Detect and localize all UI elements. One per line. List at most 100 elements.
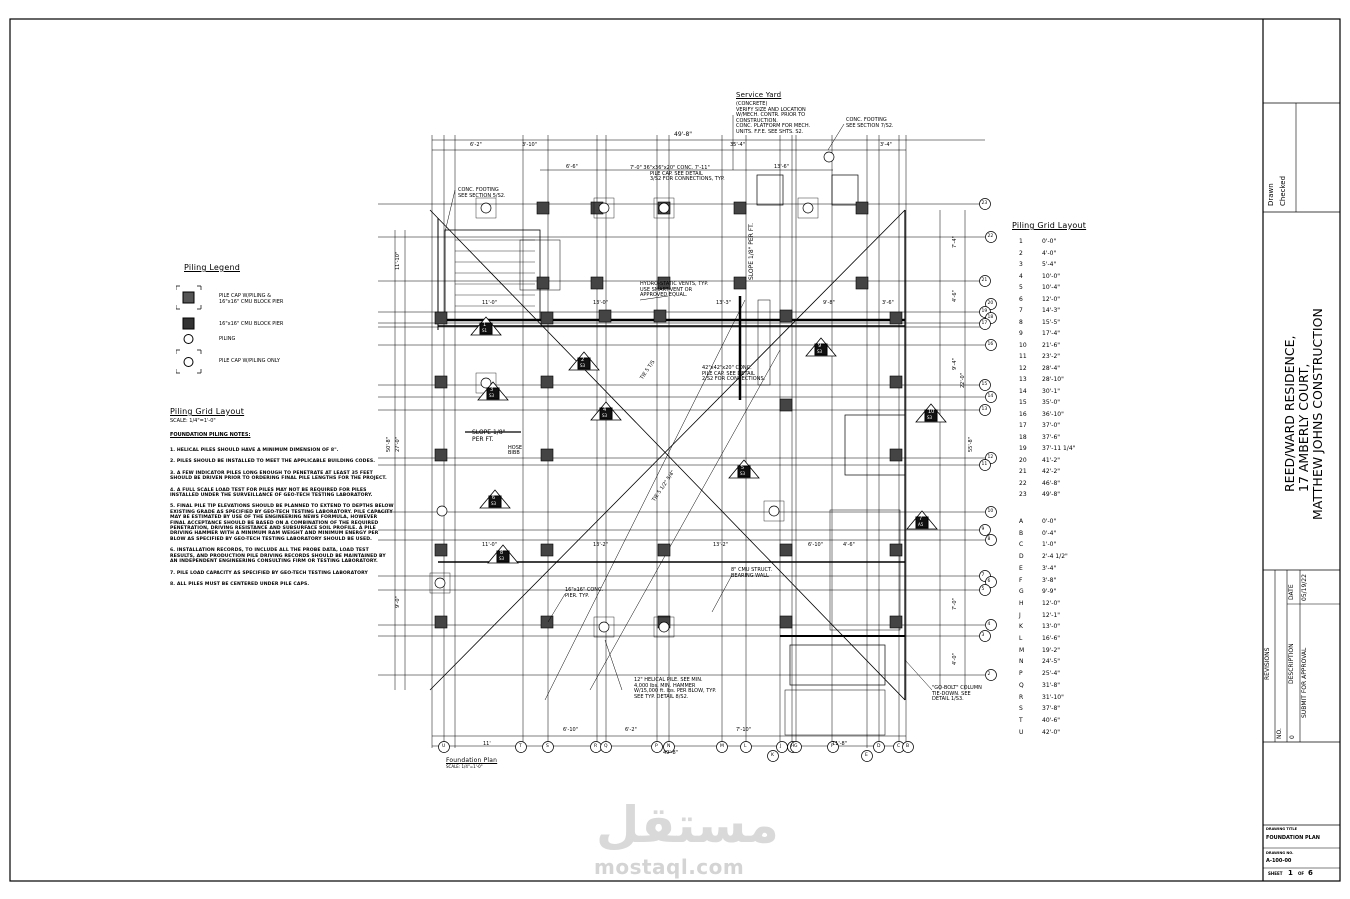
grid-offset: 37'-8" <box>1042 705 1061 713</box>
grid-bubble-label: C <box>897 743 901 749</box>
pile-cap <box>653 197 675 219</box>
dim-bottom: 7'-10" <box>736 727 752 733</box>
section-tag-fill <box>577 357 591 370</box>
plan-line <box>429 209 906 691</box>
revision-description-label: DESCRIPTION <box>1288 643 1295 684</box>
conc-footing-note-left: CONC. FOOTING SEE SECTION 5/S2. <box>458 187 506 199</box>
grid-bubble <box>651 741 663 753</box>
grid-id: 23 <box>1019 491 1027 498</box>
note-item: 6. INSTALLATION RECORDS, TO INCLUDE ALL … <box>170 548 386 565</box>
grid-bubble-label: P <box>655 743 658 749</box>
grid-bubble <box>979 459 991 471</box>
grid-layout-row: T 40'-6" <box>1019 717 1099 727</box>
pier-block <box>540 543 554 557</box>
grid-offset: 12'-0" <box>1042 295 1061 303</box>
sheet-label: SHEET <box>1268 871 1283 876</box>
watermark-latin: mostaql.com <box>594 855 745 879</box>
drawing-no: A-100-00 <box>1266 858 1292 864</box>
grid-offset: 42'-0" <box>1042 728 1061 736</box>
notes-list: 1. HELICAL PILES SHOULD HAVE A MINIMUM D… <box>170 448 394 593</box>
note-item: 8. ALL PILES MUST BE CENTERED UNDER PILE… <box>170 581 310 587</box>
grid-bubble-label: 11 <box>981 461 988 467</box>
pier-block <box>855 276 869 290</box>
plan-line <box>547 593 566 623</box>
pier-block <box>779 398 793 412</box>
grid-id: 5 <box>1019 284 1023 291</box>
grid-id: 2 <box>1019 249 1023 257</box>
section-tag-fill <box>737 465 751 478</box>
grid-bubble <box>542 741 554 753</box>
grid-id: T <box>1019 716 1023 724</box>
grid-offset: 4'-0" <box>1042 249 1057 257</box>
dim-overall-top: 49'-8" <box>674 131 693 138</box>
section-tag-number: 3 <box>490 387 494 393</box>
legend-symbols <box>175 285 202 374</box>
note-line: PIER. TYP. <box>565 592 590 599</box>
pier-block <box>889 615 903 629</box>
conc-footing-note-top: CONC. FOOTING SEE SECTION 7/S2. <box>846 117 894 129</box>
grid-bubble-label: U <box>442 743 446 749</box>
legend-item-pile-cap-only: PILE CAP W/PILING ONLY <box>219 358 280 364</box>
helical-pile-note: 12" HELICAL PILE. SEE MIN. 4,000 lbs. MI… <box>634 677 716 700</box>
grid-id: F <box>1019 576 1023 584</box>
grid-offset: 40'-6" <box>1042 716 1061 724</box>
pile-cap <box>429 572 451 594</box>
plan-scale: SCALE: 1/4"=1'-0" <box>446 764 483 769</box>
pier-block <box>733 201 747 215</box>
project-name-line-1: REED/WARD RESIDENCE, <box>1282 335 1297 492</box>
revision-no: 0 <box>1289 735 1296 739</box>
grid-id: C <box>1019 541 1024 549</box>
dim-right: 9'-4" <box>952 358 958 370</box>
grid-offset: 37'-6" <box>1042 433 1061 441</box>
grid-id: 4 <box>1019 272 1023 280</box>
dim-top: 6'-6" <box>566 164 578 170</box>
piling-circle <box>768 505 780 517</box>
grid-layout-row: C 1'-0" <box>1019 541 1099 551</box>
grid-offset: 1'-0" <box>1042 541 1057 549</box>
grid-offset: 35'-0" <box>1042 399 1061 406</box>
note-line: 12" HELICAL PILE. SEE MIN. <box>634 677 703 683</box>
grid-bubble <box>985 534 997 546</box>
grid-id: M <box>1019 646 1025 654</box>
grid-bubble-label: 6 <box>987 578 991 584</box>
pier-block <box>598 309 612 323</box>
plan-rect <box>756 174 784 206</box>
service-yard-title: Service Yard <box>736 91 782 99</box>
section-tag-sheet: S3 <box>580 363 586 368</box>
grid-bubble-label: 20 <box>987 300 994 306</box>
grid-id: 3 <box>1019 261 1023 268</box>
grid-bubble <box>985 391 997 403</box>
pier-block <box>434 543 448 557</box>
note-item: 3. A FEW INDICATOR PILES LONG ENOUGH TO … <box>170 470 387 482</box>
dim-left: 27'-0" <box>395 436 401 452</box>
dim-mid: 13'-0" <box>593 300 609 306</box>
pier-block <box>434 375 448 389</box>
dim-right: 4'-0" <box>952 653 958 665</box>
note-line: VERIFY SIZE AND LOCATION <box>736 106 806 113</box>
note-line: UNITS. F.F.E. SEE SHTS. S2. <box>736 128 804 135</box>
cmu-wall-note: 8" CMU STRUCT. BEARING WALL <box>731 567 772 579</box>
grid-offset: 42'-2" <box>1042 468 1061 475</box>
dim-bottom: 11' <box>483 741 491 747</box>
sheet-number: 1 <box>1288 869 1293 877</box>
grid-bubble-label: Q <box>604 743 608 749</box>
note-line: DETAIL 1/S3. <box>932 696 964 703</box>
section-tag-fill <box>915 516 929 529</box>
revision-description: SUBMIT FOR APPROVAL <box>1301 647 1308 718</box>
grid-offset: 46'-8" <box>1042 479 1061 487</box>
note-item: 7. PILE LOAD CAPACITY AS SPECIFIED BY GE… <box>170 570 368 576</box>
grid-bubble-label: M <box>720 743 724 749</box>
note-line: USE SMART-VENT OR <box>640 286 693 293</box>
grid-bubble-label: 13 <box>981 406 988 412</box>
dim-right: 7'-4" <box>952 236 958 248</box>
dim-mid: 4'-6" <box>843 542 855 548</box>
grid-bubble <box>979 275 991 287</box>
